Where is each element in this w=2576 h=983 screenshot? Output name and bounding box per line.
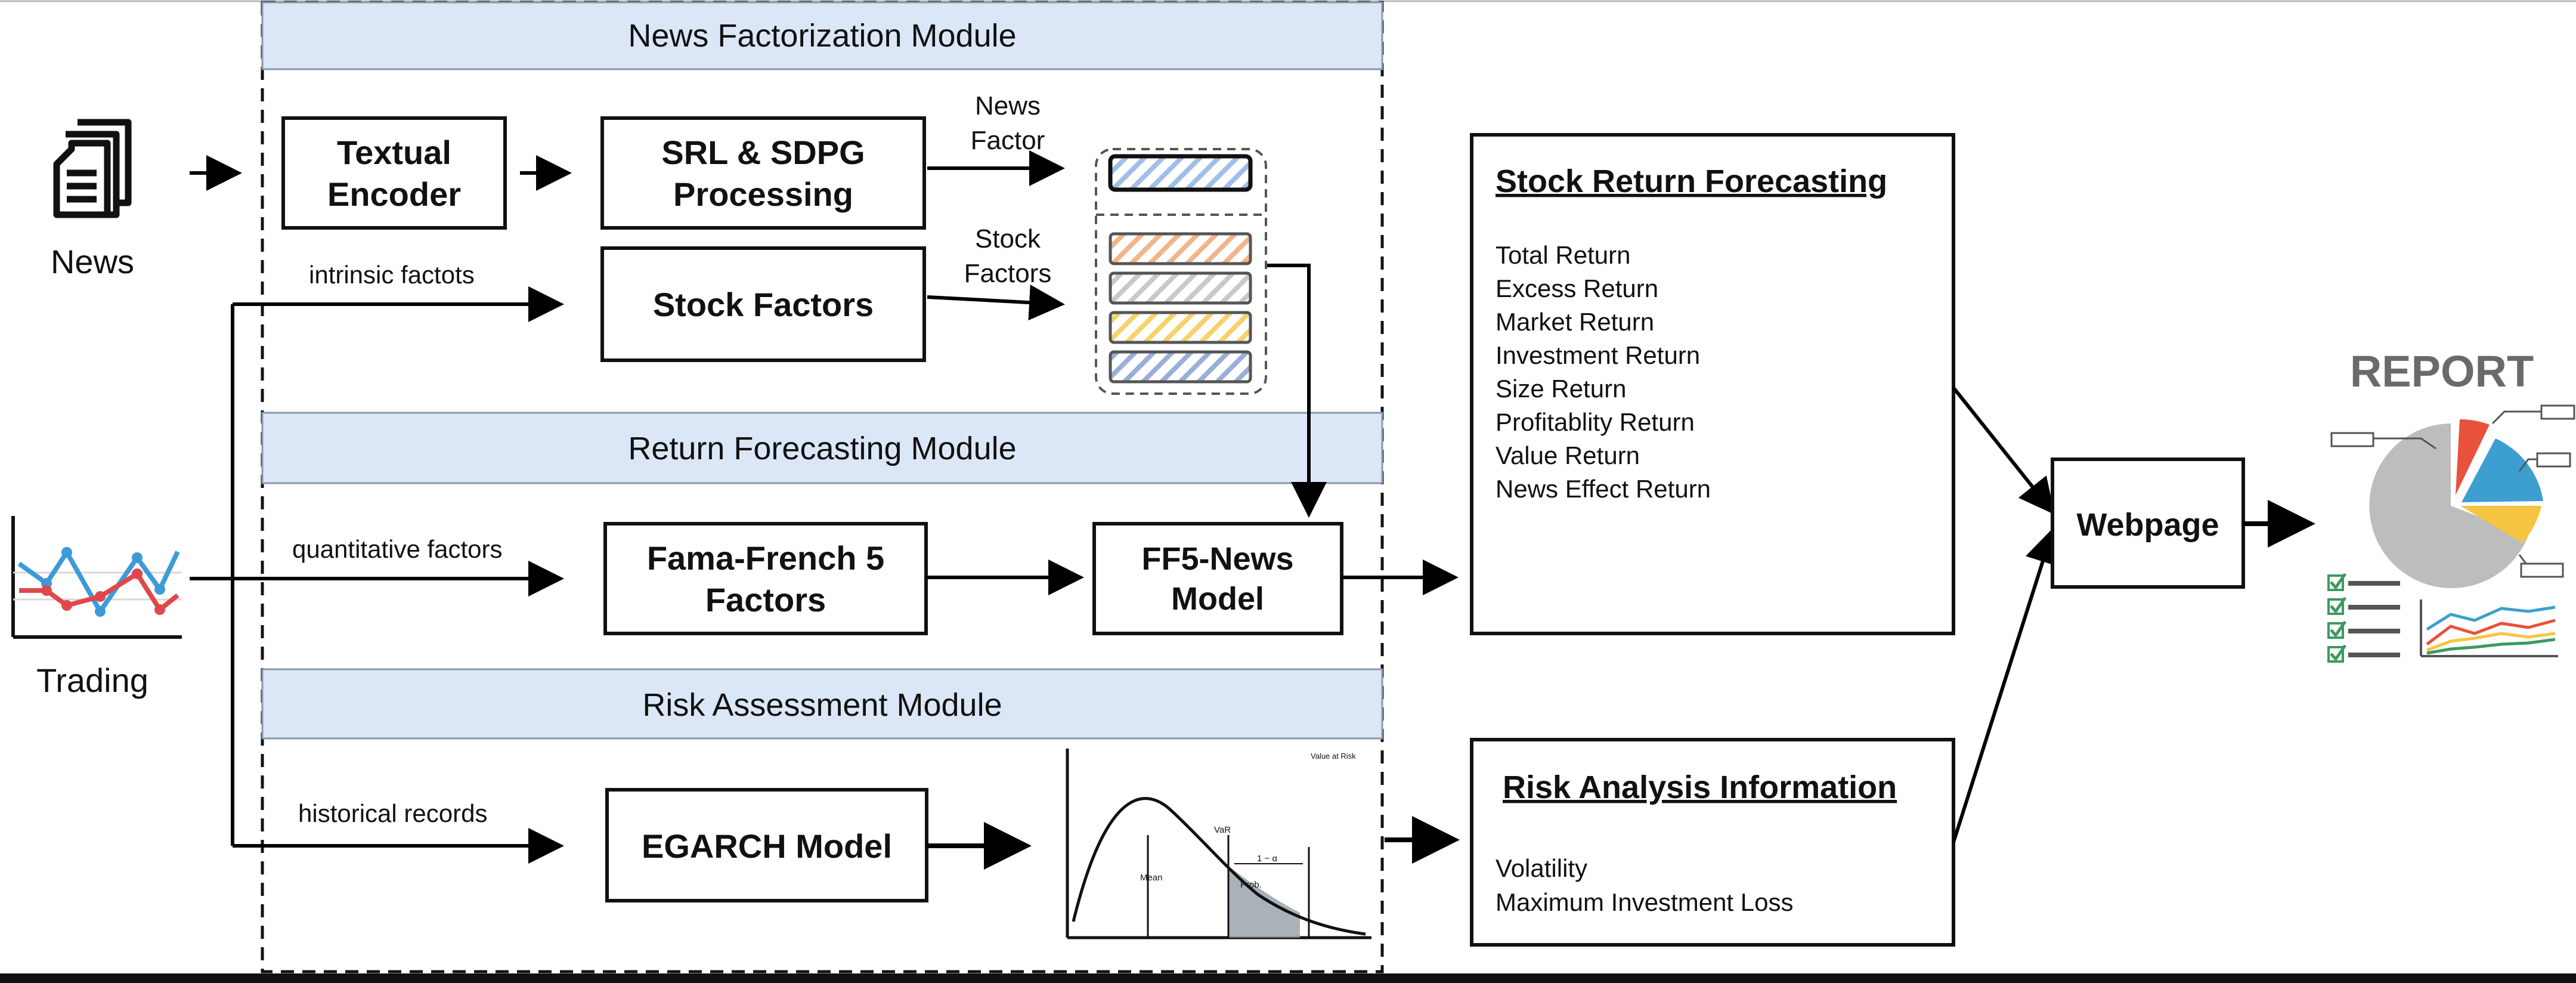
intrinsic-factors-label: intrinsic factots: [309, 261, 475, 289]
srl-sdpg-label-line1: SRL & SDPG: [661, 134, 865, 171]
stock-return-item: Market Return: [1496, 308, 1654, 336]
webpage-box: Webpage: [2051, 458, 2245, 589]
trading-label: Trading: [36, 661, 148, 699]
news-factor-label-line2: Factor: [971, 126, 1045, 155]
report-title: REPORT: [2350, 347, 2534, 396]
risk-assessment-module-header: Risk Assessment Module: [261, 668, 1383, 740]
news-document-icon: [53, 119, 132, 218]
stock-return-item: News Effect Return: [1496, 475, 1711, 503]
srl-sdpg-processing-box: SRL & SDPG Processing: [600, 116, 926, 230]
report-illustration: REPORT: [2327, 347, 2575, 663]
news-factor-vector: [1108, 154, 1253, 192]
news-label: News: [51, 243, 134, 280]
var-chart-title: Value at Risk: [1311, 752, 1356, 761]
quantitative-factors-label: quantitative factors: [292, 535, 503, 563]
textual-encoder-box: Textual Encoder: [281, 116, 507, 230]
trading-chart-icon: [11, 516, 182, 639]
var-interval-label: 1 − α: [1257, 854, 1277, 864]
report-pie-icon: [2369, 419, 2543, 588]
egarch-model-box: EGARCH Model: [605, 788, 928, 902]
stock-return-forecasting-box: Stock Return Forecasting Total Return Ex…: [1470, 133, 1955, 635]
stock-return-forecasting-title: Stock Return Forecasting: [1496, 163, 1887, 199]
risk-assessment-module-title: Risk Assessment Module: [642, 687, 1002, 723]
srl-sdpg-label-line2: Processing: [673, 175, 853, 213]
stock-factor-vector-2: [1109, 271, 1252, 305]
risk-analysis-item: Volatility: [1496, 854, 1587, 882]
stock-factors-box-label: Stock Factors: [653, 286, 874, 323]
stock-factor-vector-3: [1109, 311, 1252, 344]
textual-encoder-label-line2: Encoder: [327, 175, 461, 213]
report-checklist-icon: [2327, 573, 2400, 663]
webpage-label: Webpage: [2076, 507, 2219, 543]
stock-return-item: Value Return: [1496, 441, 1640, 469]
fama-french-5-factors-box: Fama-French 5 Factors: [603, 522, 928, 635]
value-at-risk-chart: Value at Risk Mean VaR 1 − α Prob.: [1066, 749, 1371, 939]
var-prob-label: Prob.: [1240, 880, 1262, 890]
ff5-news-label-line1: FF5-News: [1141, 541, 1293, 577]
news-factorization-module-header: News Factorization Module: [261, 1, 1383, 70]
risk-analysis-title: Risk Analysis Information: [1503, 769, 1897, 805]
report-line-chart-icon: [2420, 599, 2558, 657]
return-forecasting-module-header: Return Forecasting Module: [261, 412, 1383, 484]
ff5-news-label-line2: Model: [1171, 581, 1264, 617]
egarch-label: EGARCH Model: [642, 827, 892, 865]
ff5-news-model-box: FF5-News Model: [1092, 522, 1343, 635]
stock-return-item: Excess Return: [1496, 274, 1658, 302]
stock-factors-label-line1: Stock: [975, 224, 1041, 254]
stock-factors-box: Stock Factors: [600, 246, 926, 362]
textual-encoder-label-line1: Textual: [337, 134, 451, 171]
risk-analysis-item: Maximum Investment Loss: [1496, 888, 1794, 916]
stock-factor-vector-1: [1109, 232, 1252, 265]
news-factor-label-line1: News: [975, 91, 1041, 120]
news-factorization-module-title: News Factorization Module: [628, 18, 1016, 54]
factor-stack: [1095, 148, 1267, 395]
risk-analysis-information-box: Risk Analysis Information Volatility Max…: [1470, 738, 1955, 947]
stock-return-item: Size Return: [1496, 375, 1626, 403]
stock-return-item: Profitablity Return: [1496, 408, 1695, 436]
stock-return-item: Investment Return: [1496, 341, 1700, 369]
return-forecasting-module-title: Return Forecasting Module: [628, 431, 1016, 466]
stock-return-item: Total Return: [1496, 241, 1630, 269]
var-value-label: VaR: [1214, 825, 1231, 835]
ff5-label-line2: Factors: [705, 581, 826, 619]
var-mean-label: Mean: [1140, 873, 1163, 883]
ff5-label-line1: Fama-French 5: [647, 539, 884, 577]
stock-factor-vector-4: [1109, 350, 1252, 384]
var-density-curve: [1072, 797, 1366, 936]
stock-factors-label-line2: Factors: [964, 259, 1052, 288]
historical-records-label: historical records: [298, 799, 487, 827]
